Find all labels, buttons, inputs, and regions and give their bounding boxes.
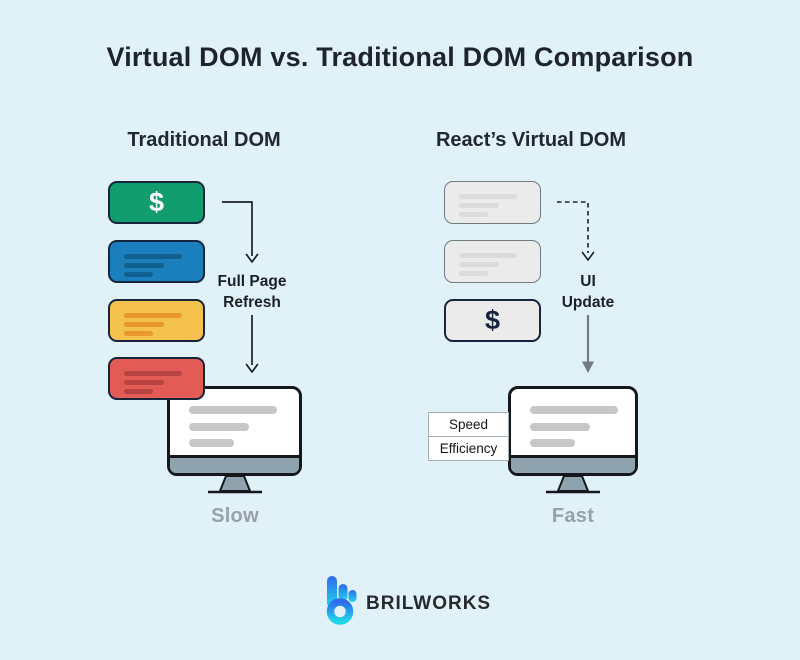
screen-line-placeholder (189, 439, 234, 447)
screen-line-placeholder (530, 406, 618, 414)
label-line: Update (561, 293, 615, 311)
result-slow: Slow (211, 505, 259, 527)
text-line-placeholder (124, 313, 182, 318)
arrowhead-down-icon (582, 361, 594, 373)
arrowhead-down-icon (581, 251, 595, 261)
screen-line-placeholder (530, 439, 575, 447)
efficiency-tag: Efficiency (428, 436, 509, 461)
text-line-placeholder (124, 272, 153, 277)
virtual-dom-node-card (444, 240, 541, 283)
result-fast: Fast (551, 505, 595, 527)
ui-update-label: UI Update (532, 272, 644, 314)
text-line-placeholder (124, 263, 164, 268)
text-line-placeholder (459, 203, 499, 208)
text-line-placeholder (124, 371, 182, 376)
heading-traditional-dom: Traditional DOM (127, 129, 281, 151)
text-line-placeholder (124, 389, 153, 394)
dollar-icon: $ (484, 305, 501, 335)
text-line-placeholder (124, 380, 164, 385)
monitor-stand (546, 475, 600, 494)
monitor-stand (208, 475, 262, 494)
text-line-placeholder (124, 254, 182, 259)
text-line-placeholder (459, 194, 517, 199)
dom-node-card (108, 240, 205, 283)
virtual-dom-node-card (444, 181, 541, 224)
screen-line-placeholder (189, 406, 277, 414)
arrowhead-down-icon (245, 253, 259, 263)
brand-name: BRILWORKS (366, 593, 492, 614)
label-line: Refresh (223, 293, 281, 311)
text-line-placeholder (459, 253, 517, 258)
full-page-refresh-label: Full Page Refresh (196, 272, 308, 314)
text-line-placeholder (124, 322, 164, 327)
monitor-bezel (511, 455, 635, 473)
virtual-dom-node-card-dollar: $ (444, 299, 541, 342)
heading-virtual-dom: React’s Virtual DOM (435, 129, 627, 151)
monitor-illustration (508, 386, 638, 476)
benefit-tags: Speed Efficiency (428, 412, 509, 461)
page-title: Virtual DOM vs. Traditional DOM Comparis… (106, 42, 694, 72)
dom-node-card (108, 299, 205, 342)
brilworks-logo-icon (326, 576, 357, 625)
text-line-placeholder (459, 262, 499, 267)
screen-line-placeholder (530, 423, 590, 431)
label-line: UI (580, 273, 596, 290)
text-line-placeholder (124, 331, 153, 336)
arrowhead-down-icon (245, 363, 259, 373)
text-line-placeholder (459, 212, 488, 217)
dollar-icon: $ (148, 187, 165, 217)
text-line-placeholder (459, 271, 488, 276)
monitor-bezel (170, 455, 299, 473)
dom-node-card (108, 357, 205, 400)
screen-line-placeholder (189, 423, 249, 431)
label-line: Full Page (217, 273, 287, 290)
dom-node-card-dollar: $ (108, 181, 205, 224)
monitor-illustration (167, 386, 302, 476)
speed-tag: Speed (428, 412, 509, 437)
